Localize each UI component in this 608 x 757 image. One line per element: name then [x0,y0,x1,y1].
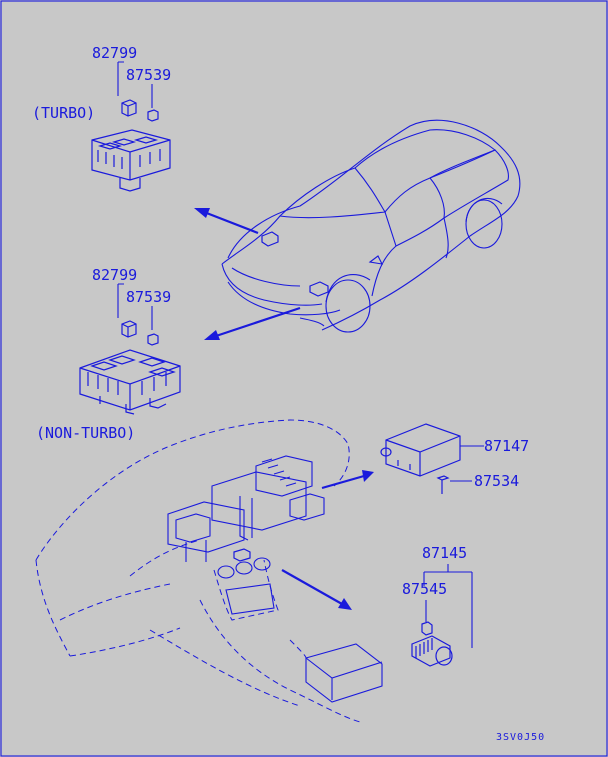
caption-nonturbo: (NON-TURBO) [36,424,135,442]
leader-switch-bracket [423,564,473,648]
dashboard-illustration [35,419,383,723]
module-screw-part[interactable] [436,475,450,494]
label-switch-87145[interactable]: 87145 [422,544,467,562]
arrow-to-turbo [194,208,259,235]
label-nonturbo-82799[interactable]: 82799 [92,266,137,284]
diagram-code: 3SV0J50 [496,732,545,743]
label-switch-87545[interactable]: 87545 [402,580,447,598]
control-module-part[interactable] [380,423,461,477]
label-nonturbo-87539[interactable]: 87539 [126,288,171,306]
switch-part[interactable] [411,635,453,667]
arrow-to-nonturbo [204,306,301,340]
label-module-87147[interactable]: 87147 [484,437,529,455]
car-relay-location-2[interactable] [309,281,329,297]
arrow-to-module [321,470,374,490]
label-module-screw-87534[interactable]: 87534 [474,472,519,490]
turbo-relay-part[interactable] [121,99,137,117]
nonturbo-junction-block[interactable] [79,349,181,415]
caption-turbo: (TURBO) [32,104,95,122]
leader-turbo-82799 [117,61,124,96]
nonturbo-fuse-part[interactable] [147,333,159,346]
arrow-to-switch [281,569,352,610]
car-relay-location-1[interactable] [261,231,279,247]
turbo-junction-block[interactable] [91,129,171,192]
car-illustration [221,119,521,333]
switch-clip-part[interactable] [421,621,433,636]
turbo-fuse-part[interactable] [147,109,159,122]
nonturbo-relay-part[interactable] [121,320,137,338]
leader-nonturbo-82799 [117,283,124,318]
label-turbo-82799[interactable]: 82799 [92,44,137,62]
label-turbo-87539[interactable]: 87539 [126,66,171,84]
